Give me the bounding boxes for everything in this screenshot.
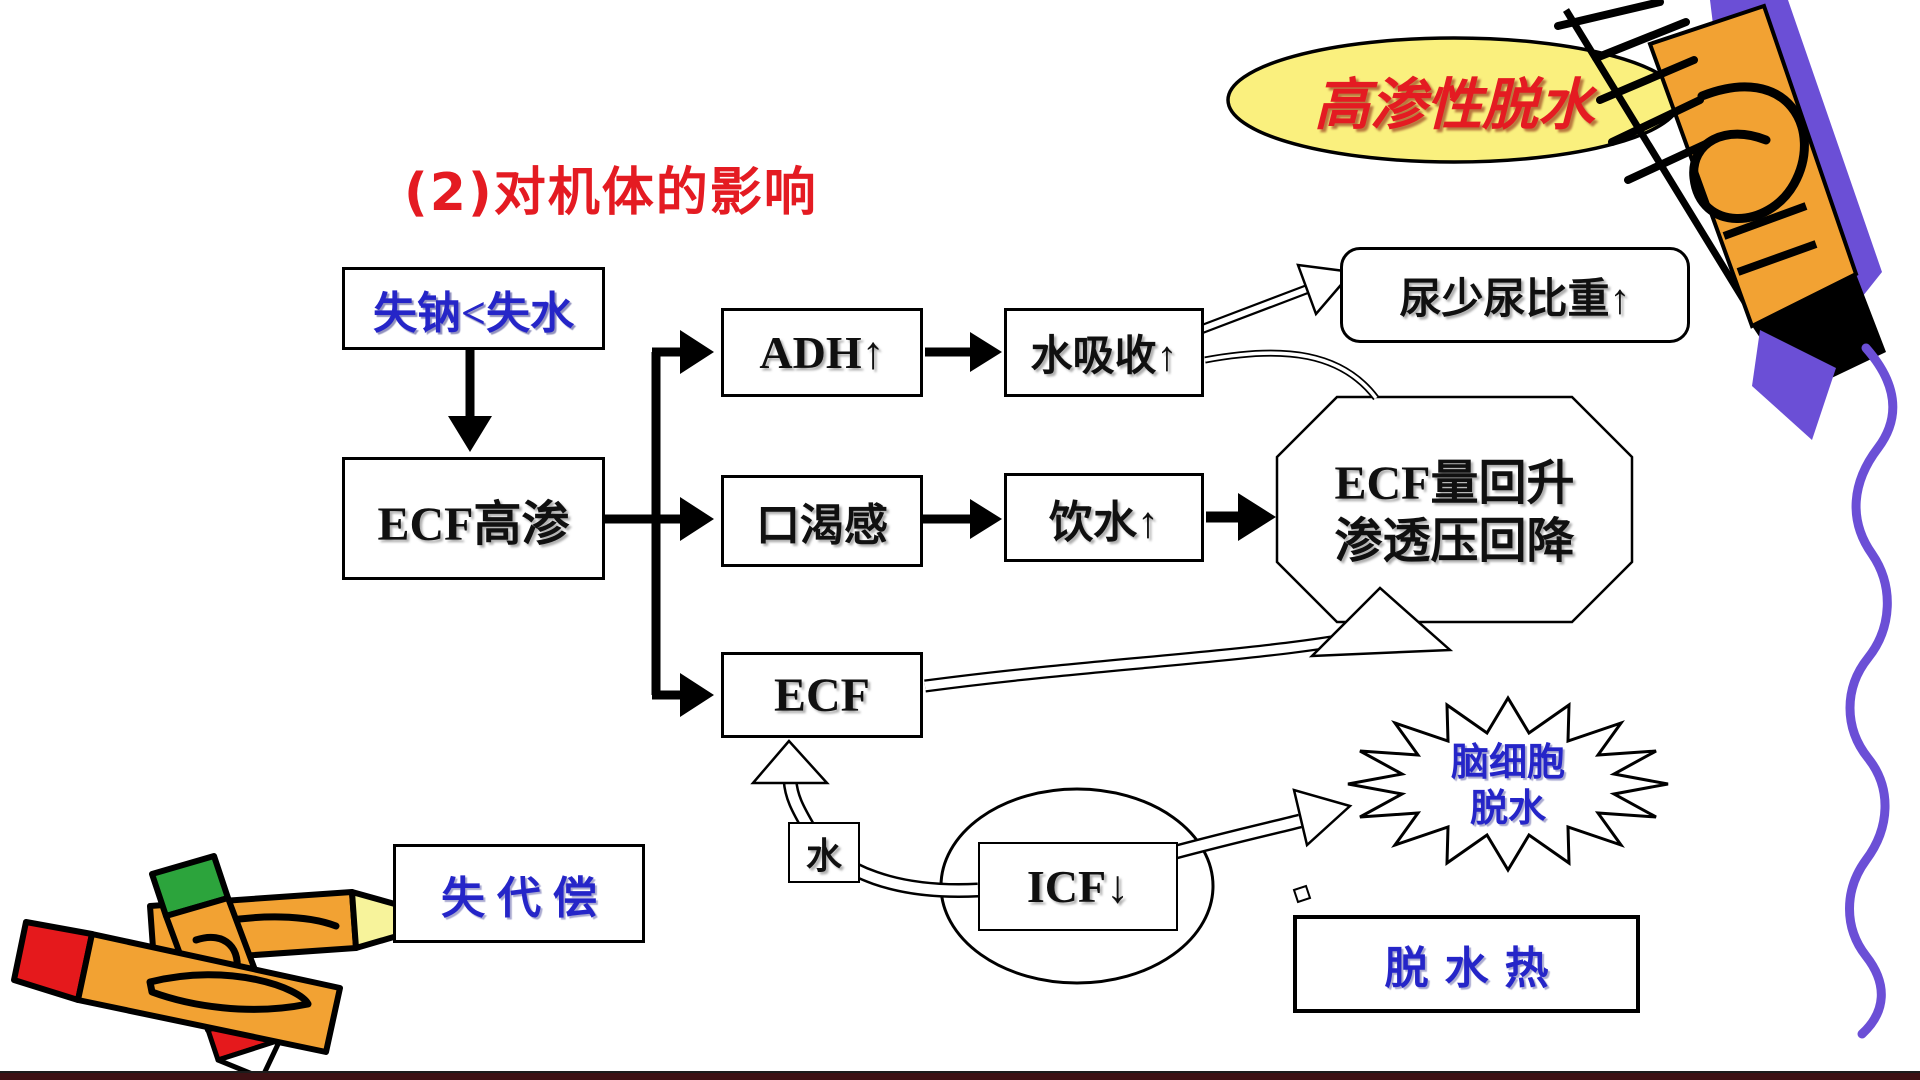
solid-arrowheads [448,330,1276,717]
node-brain-cell-dehydration: 脑细胞 脱水 [1388,716,1628,856]
node-water: 水 [788,822,860,883]
node-adh-up: ADH↑ [721,308,923,397]
arrowhead-right [970,332,1002,372]
node-ecf: ECF [721,652,923,738]
node-oliguria-specific-gravity-up: 尿少尿比重↑ [1340,247,1690,343]
node-ecf-volume-recovery: ECF量回升 渗透压回降 [1292,448,1617,578]
open-arrow-icf-to-brain [1170,788,1353,861]
arrowhead-right [680,330,714,374]
brain-starburst-shape [1347,695,1669,873]
open-arrow-ecf-to-recover [924,586,1454,693]
node-drink-water-up: 饮水↑ [1004,473,1204,562]
open-arrow-absorb-to-urine [1195,263,1355,336]
arrowhead-right [1238,493,1276,541]
node-dehydration-fever: 脱水热 [1293,915,1640,1013]
recover-octagon-shape [1275,395,1634,624]
squiggle-line [1845,343,1898,1039]
arrowhead-right [970,499,1002,539]
badge-label: 高渗性脱水 [1314,74,1594,137]
arrowhead-down [448,416,492,452]
bottom-border-line [0,1071,1920,1080]
brain-line2: 脱水 [1469,786,1546,830]
open-connector-absorb-to-recover [1204,349,1379,401]
node-decompensation: 失代偿 [393,844,645,943]
arrowhead-right [680,497,714,541]
pencil-clipart [1554,0,1886,440]
recover-line2: 渗透压回降 [1334,515,1575,568]
node-water-absorption-up: 水吸收↑ [1004,308,1204,397]
node-sodium-less-than-water: 失钠<失水 [342,267,605,350]
pencil-motion-lines [1554,0,1714,184]
pencils-clipart [11,853,407,1080]
recover-line1: ECF量回升 [1334,457,1575,511]
node-thirst: 口渴感 [721,475,923,567]
connector-speck [1292,884,1312,904]
node-icf-down: ICF↓ [978,842,1178,931]
brain-line1: 脑细胞 [1450,740,1565,785]
node-ecf-hyperosmotic: ECF高渗 [342,457,605,580]
slide-title: (2)对机体的影响 [404,163,818,223]
arrowhead-right [680,673,714,717]
